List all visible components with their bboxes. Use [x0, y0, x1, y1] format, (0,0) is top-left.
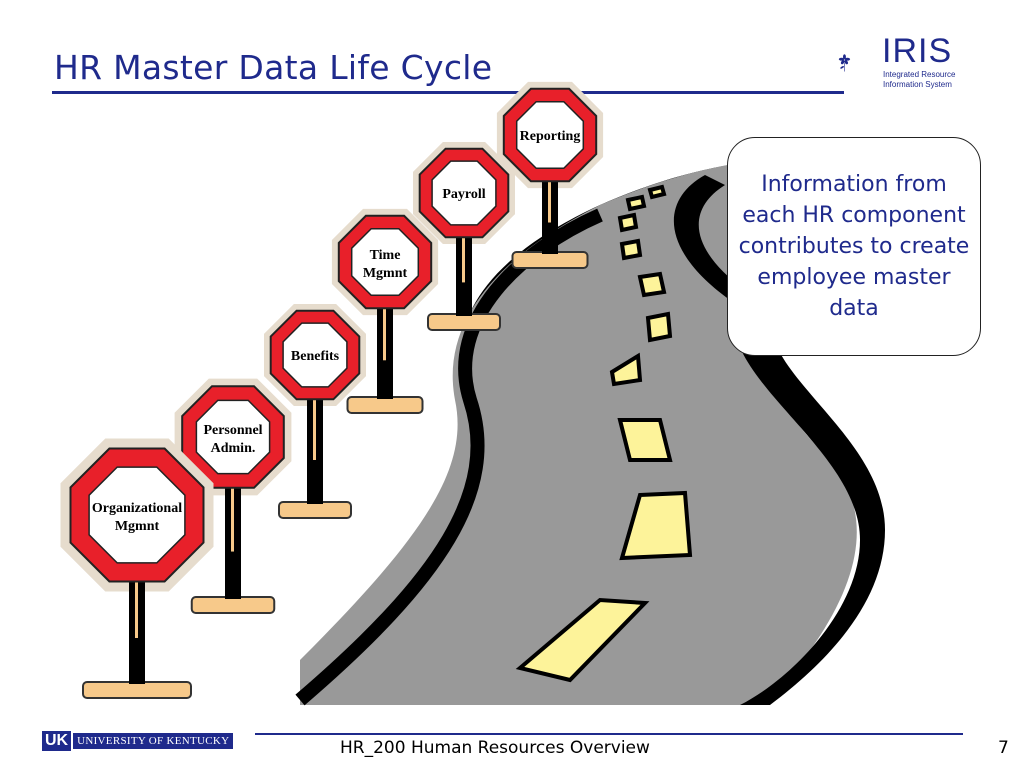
title-underline — [52, 91, 844, 94]
road-edge-right — [673, 175, 745, 300]
sign-base — [278, 501, 352, 519]
footer-rule — [255, 733, 963, 735]
logo-wordmark: IRIS — [882, 32, 953, 70]
sign-label-line2: Mgmnt — [363, 266, 408, 281]
info-callout: Information from each HR component contr… — [727, 137, 981, 356]
road-shoulder-right — [733, 310, 885, 705]
sign-label-line1: Reporting — [520, 129, 581, 144]
sign-label-line2: Mgmnt — [115, 519, 160, 534]
sign-label-line1: Time — [370, 248, 401, 263]
sign-base — [190, 596, 276, 614]
flower-icon — [838, 54, 851, 72]
sign-label-line1: Personnel — [203, 423, 262, 438]
sign-4: Benefits — [264, 304, 366, 519]
road-surface — [300, 160, 857, 705]
sign-label-line1: Payroll — [442, 187, 485, 202]
footer-course: HR_200 Human Resources Overview — [340, 738, 650, 758]
logo-subtitle-line2: Information System — [883, 80, 952, 89]
university-logo: UK UNIVERSITY OF KENTUCKY — [42, 731, 234, 751]
sign-label-line1: Benefits — [291, 349, 340, 364]
sign-2: Payroll — [413, 142, 515, 331]
logo-subtitle-line1: Integrated Resource — [883, 70, 956, 79]
sign-base — [511, 251, 589, 269]
sign-base — [82, 681, 192, 699]
road-center-dashes — [515, 184, 693, 683]
callout-text: Information from each HR component contr… — [738, 172, 970, 321]
sign-base — [346, 396, 424, 414]
iris-logo — [838, 54, 851, 72]
university-name: UNIVERSITY OF KENTUCKY — [73, 733, 234, 749]
uk-mark: UK — [42, 731, 72, 751]
sign-base — [427, 313, 501, 331]
logo-subtitle: Integrated Resource Information System — [883, 70, 956, 90]
sign-label-line1: Organizational — [92, 501, 182, 516]
slide-title: HR Master Data Life Cycle — [54, 48, 493, 87]
sign-1: Reporting — [496, 81, 604, 269]
sign-label-line2: Admin. — [211, 441, 256, 456]
page-number: 7 — [998, 738, 1009, 758]
